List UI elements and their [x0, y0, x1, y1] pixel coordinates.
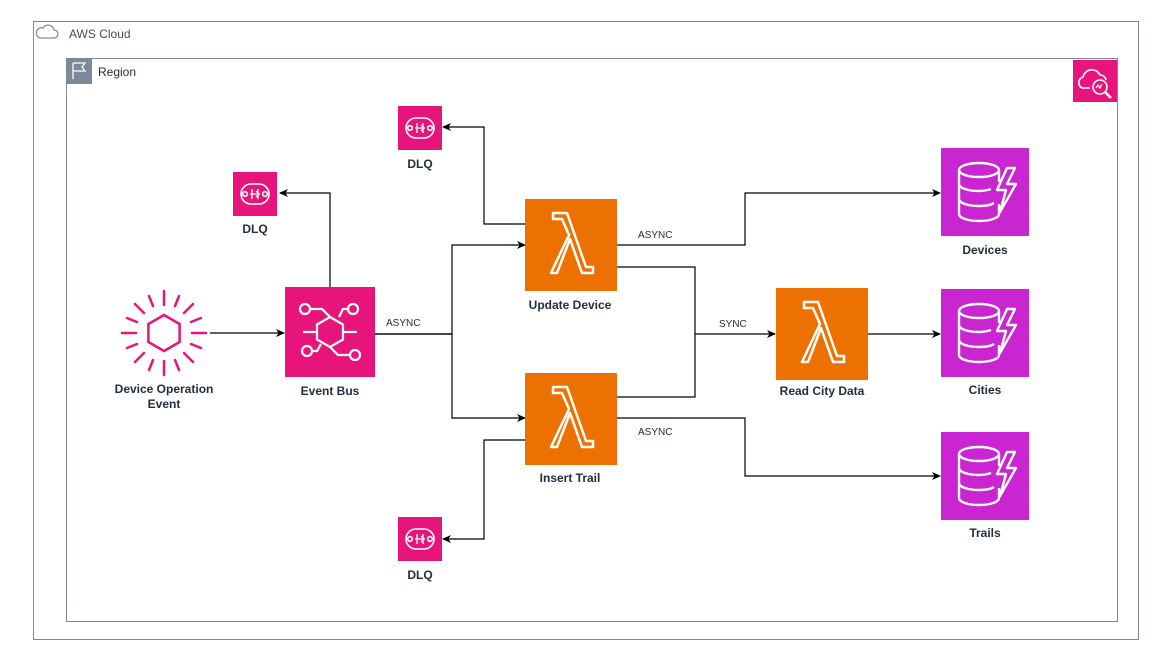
cities-label: Cities — [968, 383, 1002, 397]
lambda-icon — [525, 373, 617, 465]
sqs-queue-icon — [233, 172, 277, 216]
aws-cloud-group — [33, 21, 1139, 640]
trails-label: Trails — [969, 526, 1001, 540]
lambda-icon — [525, 199, 617, 291]
edge-label-bus-async: ASYNC — [386, 318, 421, 329]
dlq-bus-label: DLQ — [242, 222, 268, 236]
aws-cloud-label: AWS Cloud — [69, 27, 131, 41]
edge-update-to-read — [617, 266, 776, 338]
dynamodb-icon — [941, 432, 1029, 520]
cloud-icon — [33, 21, 61, 47]
edge-bus-to-dlq — [279, 189, 331, 287]
insert-trail-label: Insert Trail — [539, 471, 601, 485]
region-group — [66, 58, 1118, 622]
devices-label: Devices — [962, 243, 1008, 257]
edge-insert-to-read — [617, 334, 696, 398]
edge-insert-to-dlq — [442, 439, 525, 543]
eventbridge-event-icon — [120, 289, 208, 377]
update-device-label: Update Device — [528, 298, 612, 312]
event-bus-label: Event Bus — [300, 384, 360, 398]
edge-insert-to-trails — [617, 417, 941, 480]
edge-bus-to-insert — [375, 333, 526, 422]
edge-update-to-dlq — [442, 123, 525, 225]
dlq-insert-label: DLQ — [407, 568, 433, 582]
edge-label-update-async: ASYNC — [638, 230, 673, 241]
edge-label-sync: SYNC — [719, 319, 747, 330]
eventbridge-icon — [285, 287, 375, 377]
sqs-queue-icon — [398, 106, 442, 150]
flag-icon — [66, 58, 92, 84]
cloudwatch-icon — [1073, 60, 1117, 102]
read-city-label: Read City Data — [779, 384, 865, 398]
edge-update-to-devices — [617, 189, 941, 246]
dynamodb-icon — [941, 148, 1029, 236]
sqs-queue-icon — [398, 517, 442, 561]
connectors — [210, 123, 941, 543]
dlq-update-label: DLQ — [407, 157, 433, 171]
edge-label-insert-async: ASYNC — [638, 427, 673, 438]
dynamodb-icon — [941, 289, 1029, 377]
region-label: Region — [98, 65, 137, 79]
lambda-icon — [776, 288, 868, 380]
